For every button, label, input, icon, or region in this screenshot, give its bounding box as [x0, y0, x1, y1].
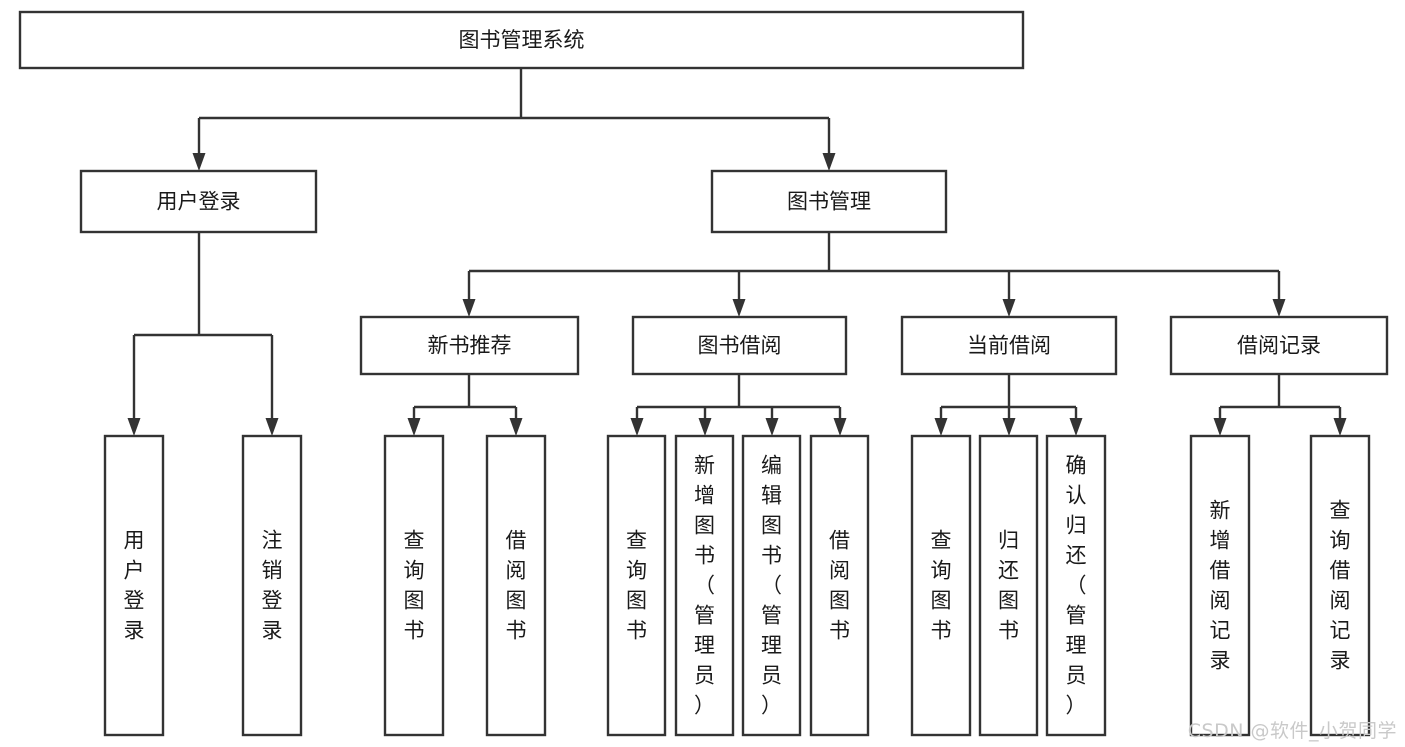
- conn-book-borrow: [630, 374, 847, 436]
- node-leaf-borrow-lend-book[interactable]: 借阅图书: [809, 434, 870, 737]
- node-label: 查询图书: [931, 529, 952, 643]
- node-leaf-cur-return-book[interactable]: 归还图书: [978, 434, 1039, 737]
- node-leaf-cur-confirm-return[interactable]: 确认归还（管理员）: [1045, 434, 1107, 737]
- node-leaf-cur-query-book[interactable]: 查询图书: [910, 434, 972, 737]
- node-label: 图书借阅: [698, 334, 782, 358]
- node-layer: 图书管理系统用户登录图书管理新书推荐图书借阅当前借阅借阅记录用户登录注销登录查询…: [18, 10, 1389, 737]
- node-leaf-rec-query-book[interactable]: 查询图书: [383, 434, 445, 737]
- node-label: 查询图书: [626, 529, 647, 643]
- node-label: 当前借阅: [967, 334, 1051, 358]
- conn-new-book-recommend: [407, 374, 523, 436]
- connector-layer: [127, 68, 1347, 436]
- node-leaf-borrow-edit-book[interactable]: 编辑图书（管理员）: [741, 434, 802, 737]
- conn-user-login: [127, 232, 279, 436]
- node-label: 查询借阅记录: [1330, 499, 1351, 673]
- node-leaf-rec-query-record[interactable]: 查询借阅记录: [1309, 434, 1371, 737]
- node-label: 新书推荐: [428, 334, 512, 358]
- node-leaf-rec-add-record[interactable]: 新增借阅记录: [1189, 434, 1251, 737]
- node-book-manage[interactable]: 图书管理: [710, 169, 948, 234]
- conn-borrow-record: [1213, 374, 1347, 436]
- node-label: 图书管理: [787, 190, 871, 214]
- node-new-book-recommend[interactable]: 新书推荐: [359, 315, 580, 376]
- node-user-login[interactable]: 用户登录: [79, 169, 318, 234]
- node-leaf-user-logout[interactable]: 注销登录: [241, 434, 303, 737]
- node-label: 确认归还（管理员）: [1066, 454, 1087, 718]
- node-leaf-user-login[interactable]: 用户登录: [103, 434, 165, 737]
- node-book-borrow[interactable]: 图书借阅: [631, 315, 848, 376]
- node-label: 借阅图书: [506, 529, 527, 643]
- conn-book-manage: [462, 232, 1286, 317]
- node-root[interactable]: 图书管理系统: [18, 10, 1025, 70]
- node-label: 查询图书: [404, 529, 425, 643]
- csdn-watermark: CSDN @软件_小贺同学: [1187, 720, 1397, 742]
- node-label: 借阅图书: [829, 529, 850, 643]
- node-label: 注销登录: [262, 529, 283, 643]
- conn-current-borrow: [934, 374, 1083, 436]
- conn-root: [192, 68, 836, 171]
- node-leaf-borrow-query-book[interactable]: 查询图书: [606, 434, 667, 737]
- node-label: 归还图书: [998, 529, 1019, 643]
- node-borrow-record[interactable]: 借阅记录: [1169, 315, 1389, 376]
- node-label: 借阅记录: [1237, 334, 1321, 358]
- node-label: 用户登录: [124, 529, 145, 643]
- node-leaf-rec-borrow-book[interactable]: 借阅图书: [485, 434, 547, 737]
- node-current-borrow[interactable]: 当前借阅: [900, 315, 1118, 376]
- node-label: 新增借阅记录: [1210, 499, 1231, 673]
- node-label: 用户登录: [157, 190, 241, 214]
- node-label: 编辑图书（管理员）: [761, 454, 782, 718]
- node-label: 新增图书（管理员）: [694, 454, 715, 718]
- node-label: 图书管理系统: [459, 28, 585, 52]
- node-leaf-borrow-add-book[interactable]: 新增图书（管理员）: [674, 434, 735, 737]
